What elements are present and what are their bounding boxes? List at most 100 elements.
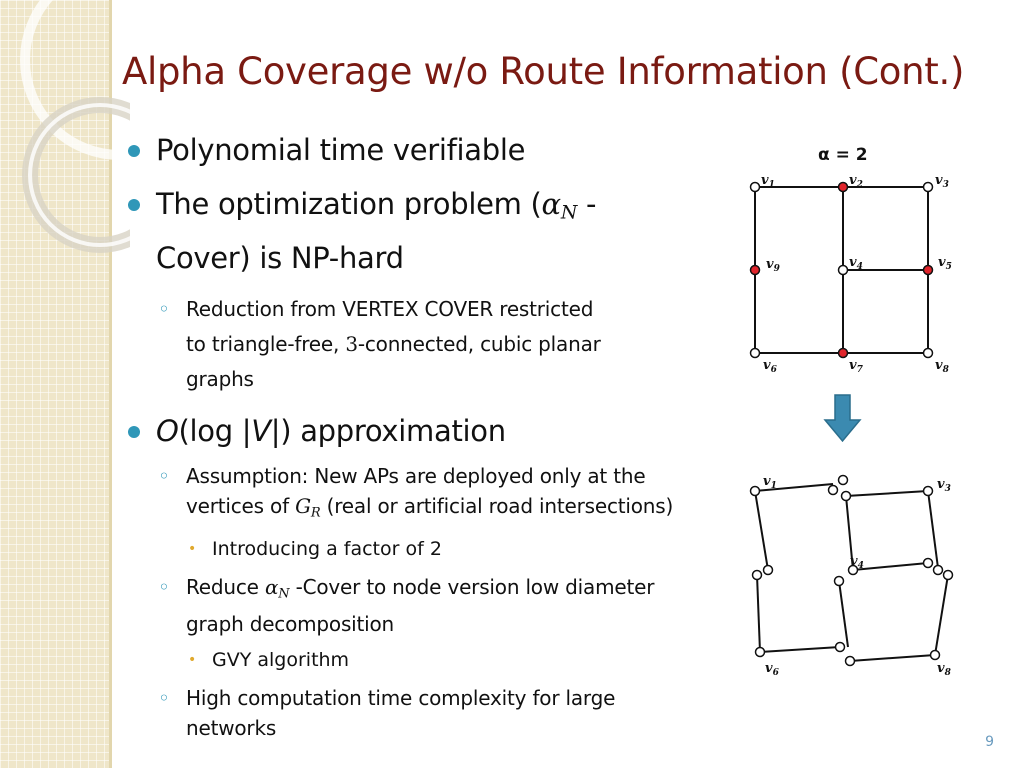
big-o: O [156, 413, 179, 448]
label-v7: v7 [849, 358, 864, 375]
label-v5: v5 [938, 255, 952, 272]
edge [756, 574, 761, 653]
sub-bullet-complexity: High computation time complexity for lar… [124, 683, 724, 743]
sub-bullet-text: High computation time complexity for lar… [186, 686, 616, 711]
vertex [929, 649, 941, 661]
sub-bullet-text: Reduction from VERTEX COVER restricted [186, 296, 594, 321]
down-arrow-icon [823, 394, 862, 443]
label-v6: v6 [763, 358, 778, 375]
vertex [847, 564, 859, 576]
bullet-approximation: O(log |V|) approximation [124, 409, 724, 453]
subscript: R [310, 504, 321, 520]
sub-bullet-reduction: Reduction from VERTEX COVER restricted t… [124, 292, 724, 397]
bullet-text: (log | [178, 413, 252, 448]
vertex [840, 490, 852, 502]
vertex-v5 [922, 264, 934, 276]
edge [759, 646, 841, 653]
bullet-np-hard: The optimization problem (αN - Cover) is… [124, 182, 724, 280]
sub-bullet-text: graph decomposition [186, 612, 395, 637]
edge [838, 580, 849, 648]
label-v2: v2 [849, 173, 863, 190]
vertex-v2 [837, 181, 849, 193]
top-graph-labels: v1 v2 v3 v9 v4 v5 v6 v7 v8 [761, 173, 952, 375]
label-v8: v8 [935, 358, 950, 375]
edge [754, 483, 834, 492]
alpha-symbol: α [541, 187, 562, 221]
sub-bullet-text: to triangle-free, [186, 331, 346, 356]
vertex [844, 655, 856, 667]
top-graph-vertices [749, 181, 934, 359]
bullet-list: Polynomial time verifiable The optimizat… [124, 128, 724, 743]
vertex [833, 575, 845, 587]
label-v8: v8 [937, 661, 952, 678]
bullet-text: |) approximation [270, 413, 506, 448]
edge [934, 574, 949, 656]
vertex-v1 [749, 181, 761, 193]
sub-bullet-text: graphs [186, 366, 254, 391]
vertex [827, 484, 839, 496]
sub-bullet-assumption: Assumption: New APs are deployed only at… [124, 461, 724, 528]
bullet-text: Cover) is NP-hard [156, 240, 404, 275]
sub-sub-bullet-factor: Introducing a factor of 2 [124, 532, 724, 566]
vertex-v9 [749, 264, 761, 276]
page-number: 9 [985, 734, 994, 750]
edge [754, 490, 769, 571]
decorative-circles [20, 0, 130, 253]
vertex [749, 485, 761, 497]
alpha-symbol: α [264, 574, 279, 599]
subscript: N [560, 202, 578, 224]
vertex [922, 557, 934, 569]
label-v4: v4 [849, 255, 863, 272]
vertex-set-symbol: V [251, 413, 271, 448]
bullet-text: - [577, 187, 597, 221]
label-v3: v3 [937, 477, 951, 494]
sub-bullet-text: -Cover to node version low diameter [289, 574, 655, 599]
vertex [754, 646, 766, 658]
sub-sub-bullet-gvy: GVY algorithm [124, 643, 724, 677]
sub-bullet-text: vertices of [186, 493, 296, 518]
vertex-v7 [837, 347, 849, 359]
edge [845, 490, 929, 497]
label-v9: v9 [766, 257, 781, 274]
vertex [751, 569, 763, 581]
bottom-graph-edges [754, 481, 949, 662]
sub-sub-bullet-text: GVY algorithm [212, 649, 350, 672]
vertex [837, 474, 849, 486]
edge [849, 654, 936, 662]
slide-title: Alpha Coverage w/o Route Information (Co… [122, 50, 965, 93]
edge [927, 490, 939, 569]
vertex-v6 [749, 347, 761, 359]
bottom-graph-labels: v1 v3 v4 v6 v8 [763, 474, 952, 678]
vertex-v4 [837, 264, 849, 276]
sub-bullet-text: (real or artificial road intersections) [320, 493, 674, 518]
vertex-v8 [922, 347, 934, 359]
edge [845, 495, 854, 571]
sub-bullet-text: -connected, cubic planar [357, 331, 601, 356]
label-v3: v3 [935, 173, 949, 190]
label-v6: v6 [765, 661, 780, 678]
bullet-text: The optimization problem ( [156, 187, 542, 221]
edge [852, 562, 929, 571]
sub-sub-bullet-text: Introducing a factor of 2 [212, 537, 442, 560]
vertex [922, 485, 934, 497]
label-v1: v1 [763, 474, 777, 491]
sub-bullet-text: networks [186, 716, 277, 741]
math-number: 3 [345, 331, 358, 356]
label-v4: v4 [850, 554, 864, 571]
vertex-v3 [922, 181, 934, 193]
bottom-graph-vertices [749, 474, 954, 667]
vertex [942, 569, 954, 581]
sub-bullet-reduce: Reduce αN -Cover to node version low dia… [124, 572, 724, 639]
graph-symbol: G [295, 493, 311, 518]
vertex [762, 564, 774, 576]
bullet-text: Polynomial time verifiable [156, 133, 526, 167]
bullet-polynomial: Polynomial time verifiable [124, 128, 724, 172]
sub-bullet-text: Assumption: New APs are deployed only at… [186, 463, 646, 488]
label-v1: v1 [761, 173, 775, 190]
subscript: N [278, 586, 290, 602]
vertex [834, 641, 846, 653]
vertex [932, 564, 944, 576]
alpha-label: α = 2 [818, 145, 868, 165]
sub-bullet-text: Reduce [186, 574, 265, 599]
